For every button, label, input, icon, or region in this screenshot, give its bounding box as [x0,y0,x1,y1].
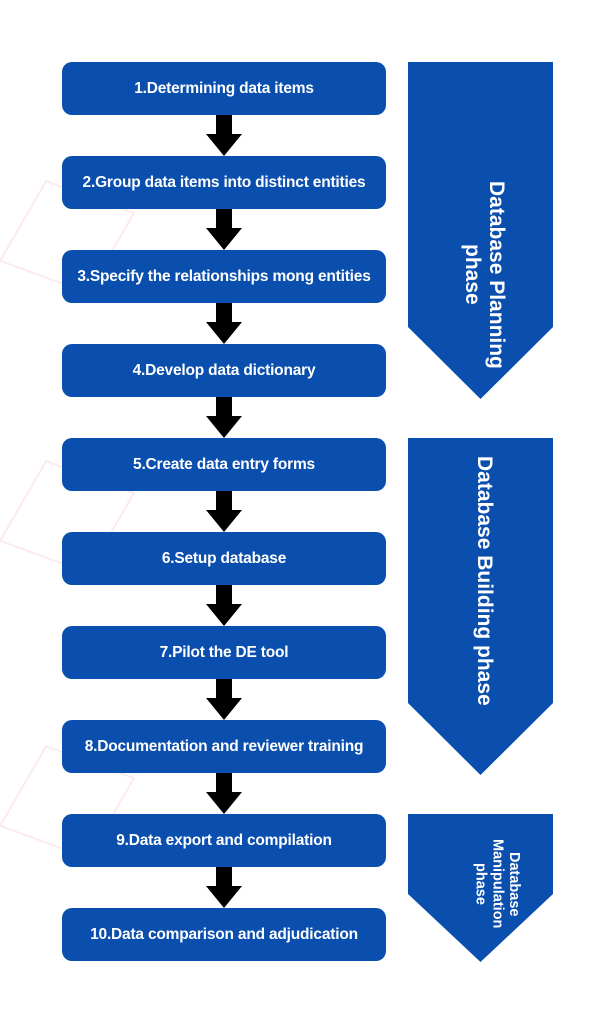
step-box: 5.Create data entry forms [62,438,386,491]
phase-arrow-shape [408,814,553,962]
step-box: 6.Setup database [62,532,386,585]
phase-arrow-shape [408,438,553,775]
down-arrow-icon [206,115,242,156]
phase-label: Database Manipulation phase [472,839,522,929]
step-box: 2.Group data items into distinct entitie… [62,156,386,209]
down-arrow-icon [206,209,242,250]
phase-building: Database Building phase [408,438,553,775]
down-arrow-icon [206,397,242,438]
down-arrow-icon [206,585,242,626]
down-arrow-icon [206,773,242,814]
phase-label: Database Building phase [473,456,496,706]
phase-label: Database Planning phase [460,180,508,369]
step-box: 3.Specify the relationships mong entitie… [62,250,386,303]
phase-planning: Database Planning phase [408,62,553,399]
down-arrow-icon [206,303,242,344]
step-box: 8.Documentation and reviewer training [62,720,386,773]
down-arrow-icon [206,679,242,720]
down-arrow-icon [206,867,242,908]
phase-arrow-shape [408,62,553,399]
step-box: 7.Pilot the DE tool [62,626,386,679]
step-box: 9.Data export and compilation [62,814,386,867]
step-box: 10.Data comparison and adjudication [62,908,386,961]
step-box: 1.Determining data items [62,62,386,115]
down-arrow-icon [206,491,242,532]
phase-manipulation: Database Manipulation phase [408,814,553,962]
step-box: 4.Develop data dictionary [62,344,386,397]
